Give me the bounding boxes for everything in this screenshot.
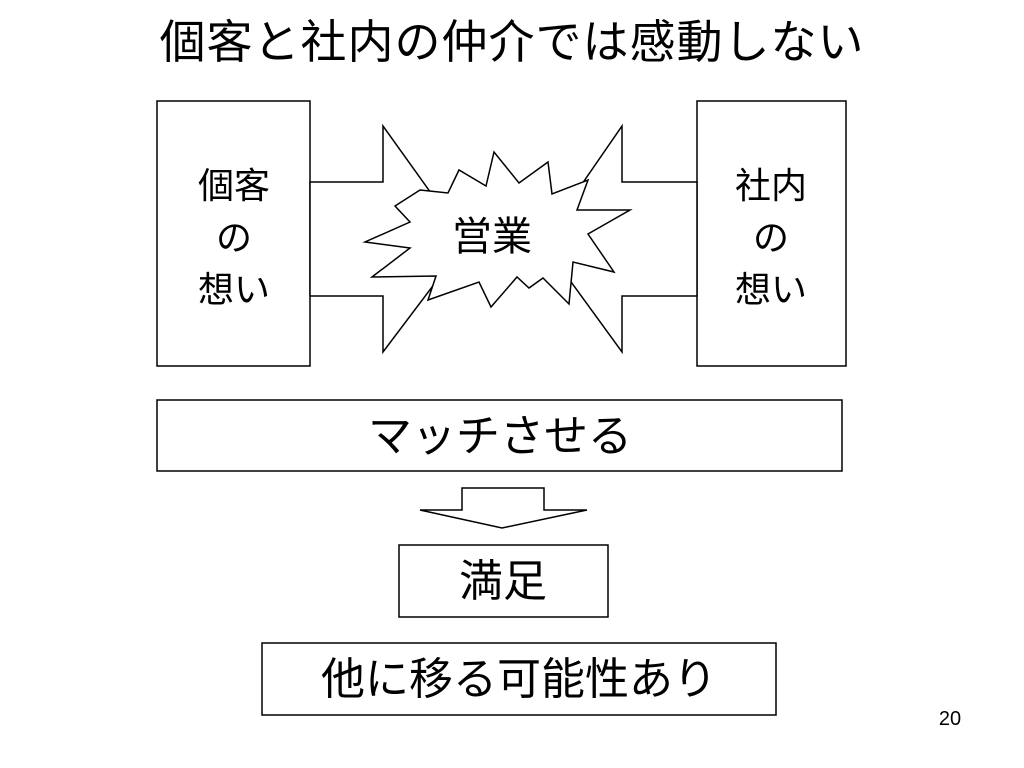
down-arrow — [419, 487, 588, 529]
result-box — [398, 544, 609, 618]
left-box-line-2: の — [216, 218, 252, 259]
match-box-label: マッチさせる — [368, 411, 632, 462]
result-box-label: 満足 — [459, 556, 547, 607]
right-box-line-1: 社内 — [735, 166, 807, 207]
burst-label: 営業 — [452, 214, 532, 260]
left-box-line-3: 想い — [198, 270, 270, 311]
left-box — [156, 100, 311, 367]
match-box — [156, 399, 843, 472]
outcome-box-label: 他に移る可能性あり — [321, 654, 717, 705]
outcome-box — [261, 642, 777, 716]
slide-title: 個客と社内の仲介では感動しない — [159, 15, 865, 69]
right-box-line-2: の — [753, 218, 789, 259]
right-arrow — [541, 123, 698, 355]
right-box — [696, 100, 847, 367]
page-number: 20 — [938, 708, 962, 730]
right-box-line-3: 想い — [735, 270, 807, 311]
left-box-line-1: 個客 — [198, 166, 270, 207]
center-burst — [362, 150, 633, 309]
